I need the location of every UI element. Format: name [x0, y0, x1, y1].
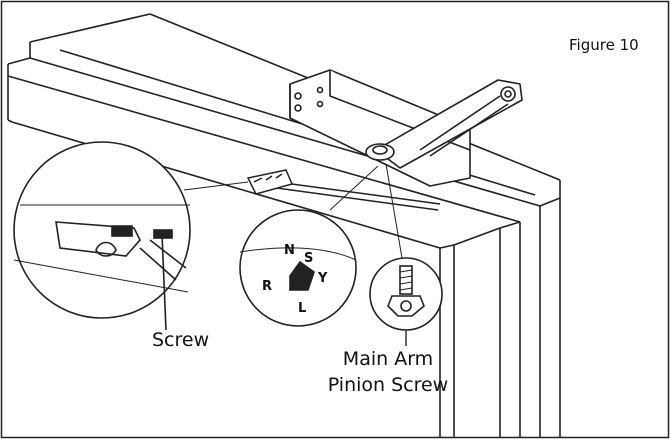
main-arm-pinion-screw-label: Main Arm Pinion Screw [318, 346, 458, 398]
main-arm [365, 79, 523, 169]
pinion-letter-r: R [262, 279, 272, 294]
pinion-letter-y: Y [317, 271, 328, 286]
screw-label: Screw [152, 329, 210, 351]
main-arm-label-line1: Main Arm [342, 348, 434, 370]
forearm-rod [246, 169, 441, 211]
pinion-letter-s: S [304, 251, 313, 266]
pinion-letter-l: L [298, 301, 306, 316]
pinion-detail-circle [239, 165, 379, 327]
figure-title: Figure 10 [569, 36, 639, 54]
pinion-letter-n: N [284, 243, 295, 258]
screw-detail-circle [13, 141, 249, 331]
main-arm-label-line2: Pinion Screw [327, 374, 449, 396]
pinion-screw-detail-circle [369, 163, 443, 346]
